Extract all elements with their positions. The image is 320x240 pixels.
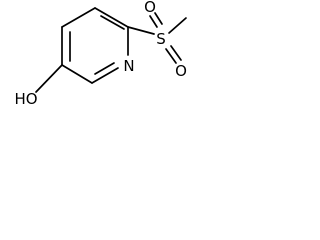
bond-c2-c3	[94, 7, 129, 28]
bond-c6-c5	[61, 64, 93, 84]
bond-s-o-bottom-b	[170, 45, 182, 61]
bond-c2-c1	[61, 7, 96, 28]
bond-s-o-top-b	[154, 12, 163, 25]
bond-c6-o	[35, 64, 63, 93]
bond-c5-n	[91, 67, 119, 84]
atom-label-ring-nitrogen: N	[123, 57, 134, 75]
atom-label-sulfur: S	[156, 30, 166, 48]
bond-s-o-top-a	[149, 15, 158, 28]
molecule-structure: N S O O HO	[14, 0, 187, 108]
bond-s-methyl	[168, 17, 187, 34]
bond-c5-n-double	[94, 62, 115, 75]
bond-c3-c4-double	[100, 15, 125, 30]
bond-c4-s	[127, 26, 155, 35]
atom-label-sulfonyl-oxygen-top: O	[144, 0, 156, 16]
bond-s-o-bottom-a	[165, 48, 177, 64]
atom-label-sulfonyl-oxygen-bottom: O	[175, 62, 187, 80]
atom-label-hydroxyl: HO	[14, 90, 37, 108]
